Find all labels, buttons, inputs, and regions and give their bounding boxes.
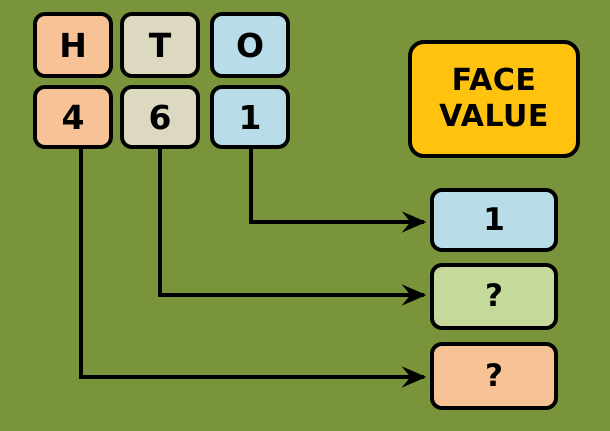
answer-box-tens[interactable]: ? xyxy=(430,263,558,330)
place-value-header-hundreds: H xyxy=(33,12,113,78)
connector-ones xyxy=(249,148,427,233)
digit-cell-hundreds-value: 4 xyxy=(61,97,85,137)
answer-box-tens-value: ? xyxy=(485,278,503,314)
answer-box-hundreds[interactable]: ? xyxy=(430,342,558,410)
place-value-header-ones-label: O xyxy=(235,25,265,65)
place-value-header-ones: O xyxy=(210,12,290,78)
digit-cell-tens: 6 xyxy=(120,85,200,149)
digit-cell-hundreds: 4 xyxy=(33,85,113,149)
connector-tens xyxy=(158,148,427,306)
connector-hundreds xyxy=(79,148,427,388)
face-value-title-line-1: FACE xyxy=(451,63,537,98)
answer-box-ones[interactable]: 1 xyxy=(430,188,558,252)
digit-cell-ones-value: 1 xyxy=(238,97,262,137)
face-value-title-line-2: VALUE xyxy=(439,99,549,134)
answer-box-hundreds-value: ? xyxy=(485,357,503,394)
place-value-header-tens: T xyxy=(120,12,200,78)
digit-cell-ones: 1 xyxy=(210,85,290,149)
answer-box-ones-value: 1 xyxy=(483,201,505,238)
place-value-header-tens-label: T xyxy=(148,25,172,65)
digit-cell-tens-value: 6 xyxy=(148,97,172,137)
place-value-header-hundreds-label: H xyxy=(59,25,87,65)
face-value-title-card: FACE VALUE xyxy=(408,40,580,158)
